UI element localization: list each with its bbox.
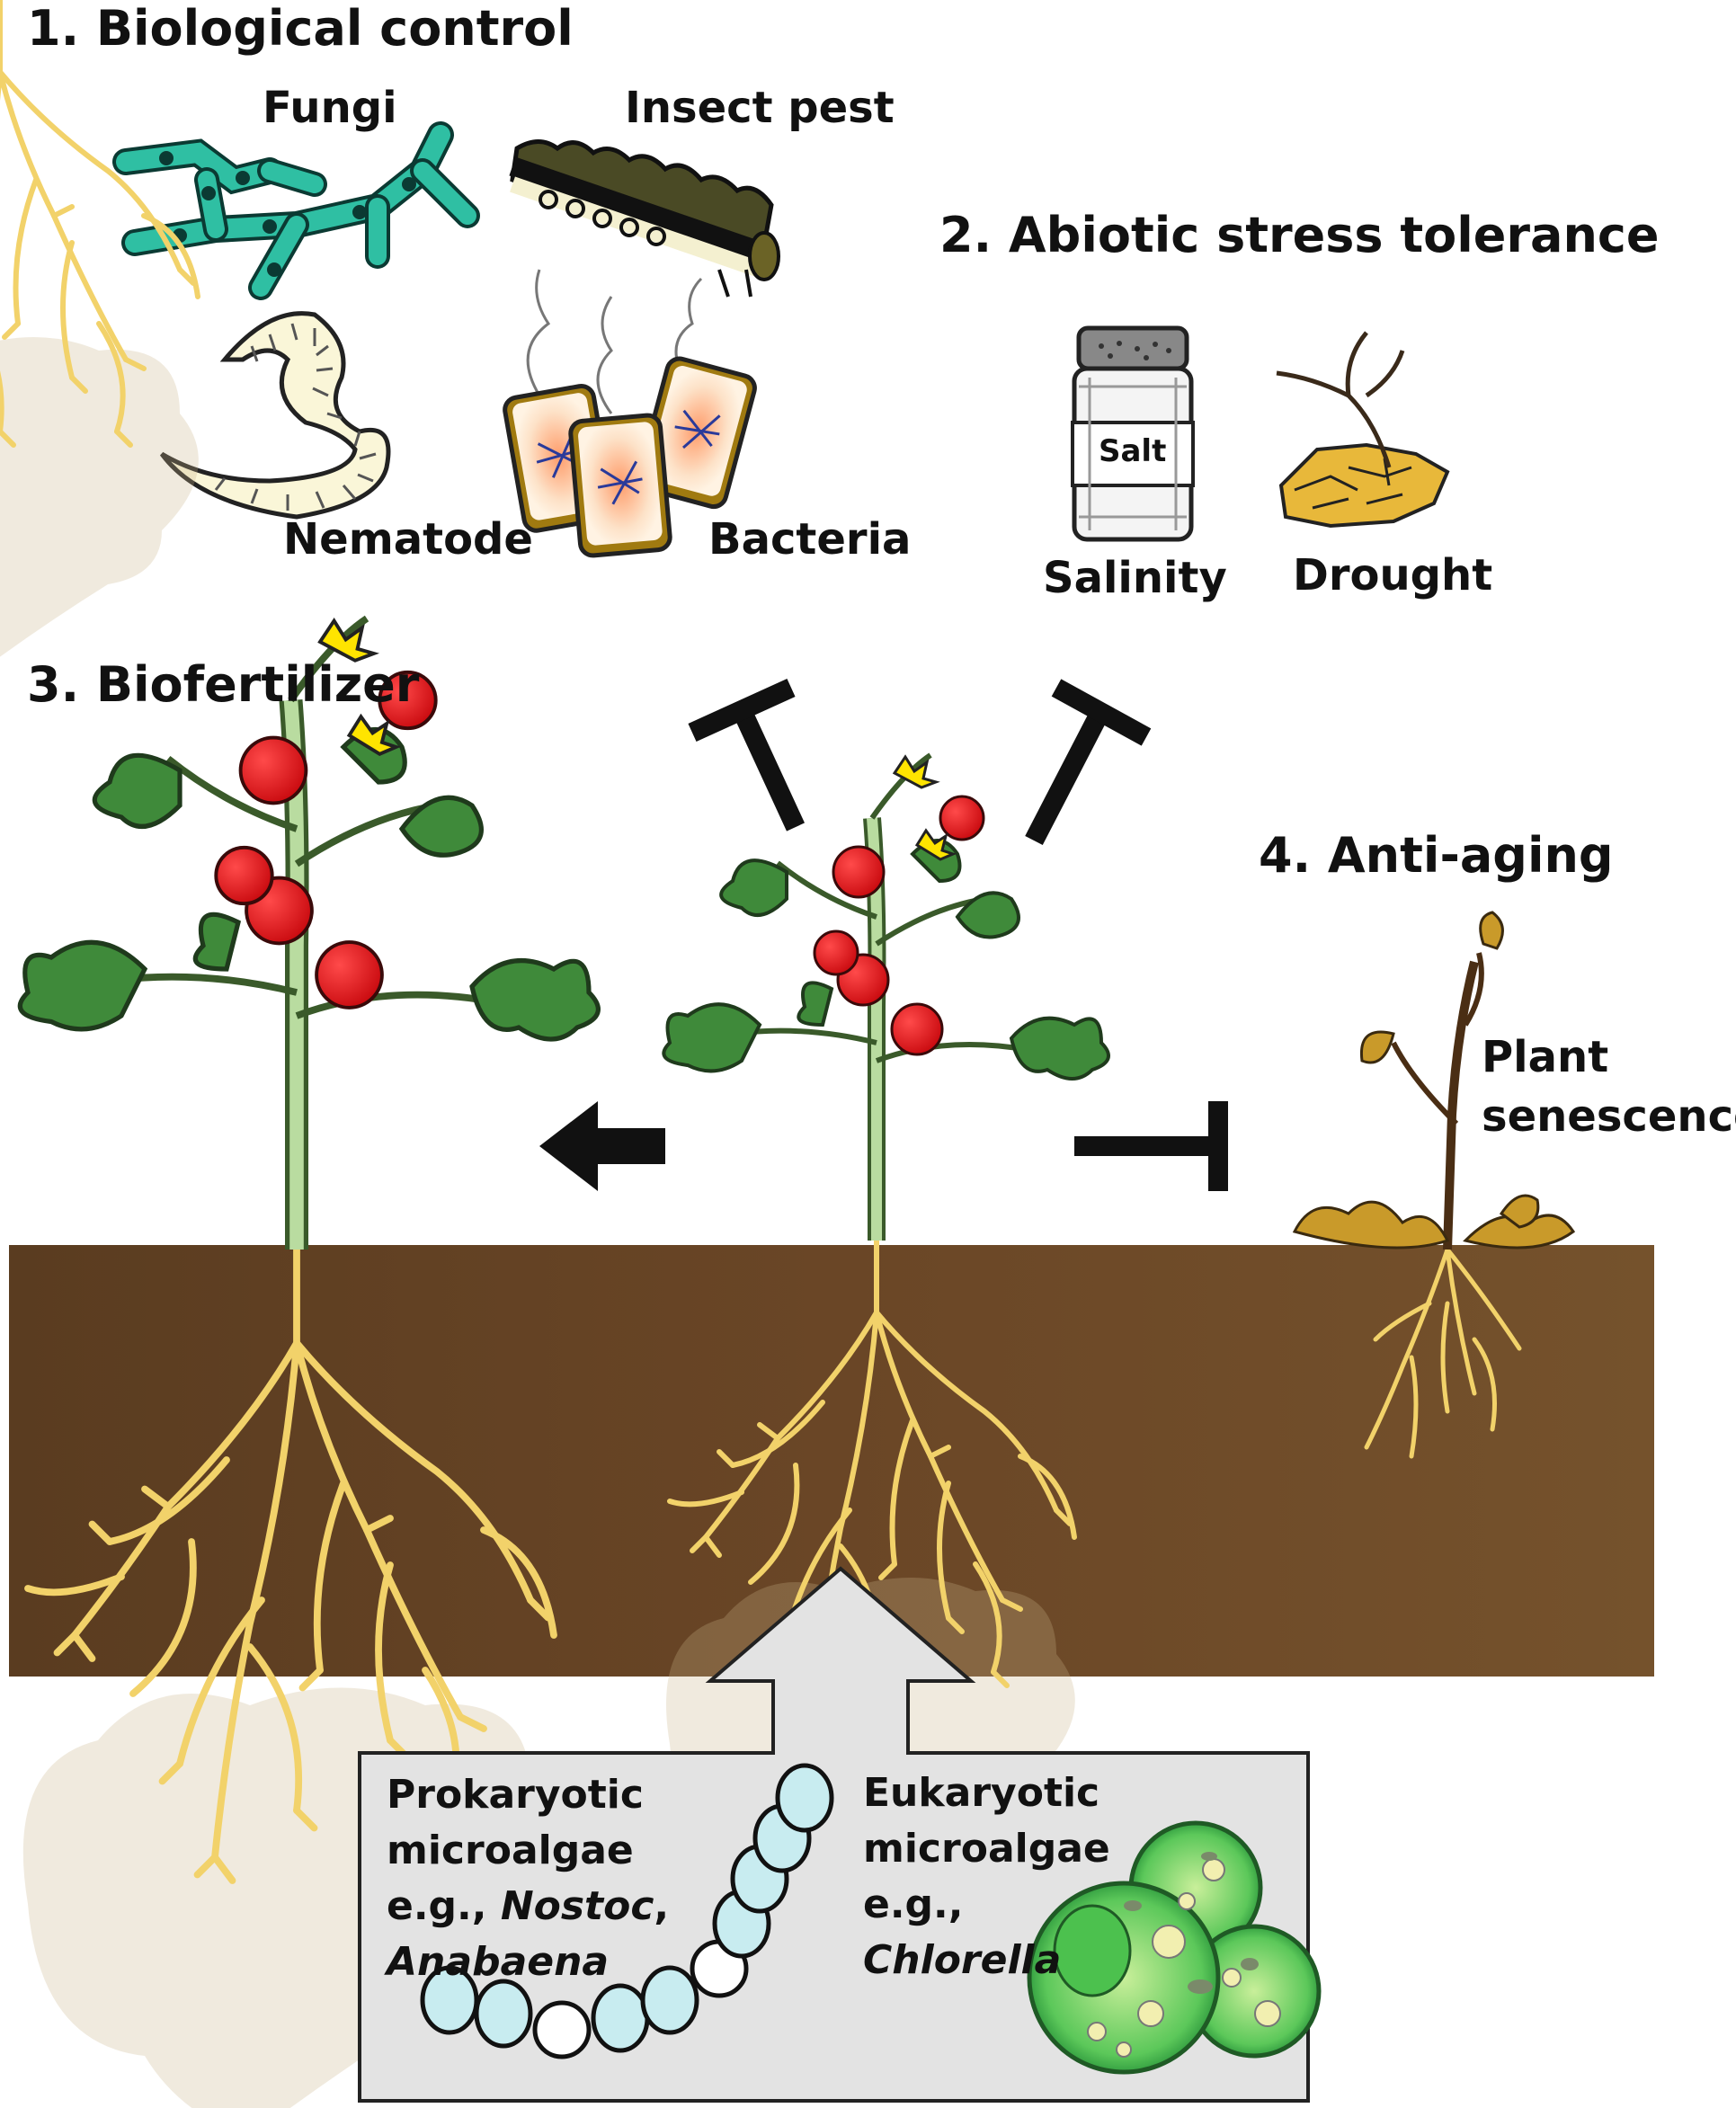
salt-jar-icon — [1071, 325, 1195, 542]
prokaryotic-line1: Prokaryotic — [387, 1772, 644, 1818]
inhibit-arrow-senescence — [1074, 1101, 1228, 1191]
insect-pest-label: Insect pest — [625, 83, 895, 133]
plant-senescence-label-2: senescence — [1482, 1091, 1736, 1142]
abiotic-stress-title: 2. Abiotic stress tolerance — [939, 207, 1660, 263]
nematode-label: Nematode — [283, 514, 533, 565]
eukaryotic-line3: e.g., — [863, 1881, 964, 1927]
fungi-icon — [112, 121, 480, 300]
salt-jar-label: Salt — [1099, 433, 1167, 469]
anti-aging-title: 4. Anti-aging — [1259, 827, 1614, 884]
prokaryotic-line2: microalgae — [387, 1828, 634, 1873]
biofertilizer-title: 3. Biofertilizer — [27, 656, 420, 713]
fungi-label: Fungi — [263, 83, 397, 133]
biological-control-title: 1. Biological control — [27, 0, 574, 57]
eukaryotic-line2: microalgae — [863, 1826, 1110, 1872]
chlorella-icon — [1027, 1820, 1322, 2075]
inhibit-arrow-biocontrol — [688, 678, 805, 832]
salinity-label: Salinity — [1043, 553, 1227, 603]
eukaryotic-text: Eukaryotic microalgae e.g., Chlorella — [863, 1766, 1110, 1988]
drought-icon — [1276, 331, 1450, 529]
prokaryotic-line3: e.g., — [387, 1883, 487, 1929]
insect-pest-icon — [509, 139, 780, 298]
tomato-plant-template — [0, 0, 200, 657]
genus-chlorella: Chlorella — [863, 1937, 1062, 1983]
genus-comma: , — [654, 1883, 670, 1929]
genus-anabaena: Anabaena — [387, 1939, 610, 1985]
nematode-icon — [159, 311, 391, 520]
eukaryotic-line1: Eukaryotic — [863, 1770, 1100, 1816]
bacteria-label: Bacteria — [708, 514, 912, 565]
inhibit-arrow-abiotic — [1025, 679, 1152, 846]
prokaryotic-filament-icon — [420, 1763, 834, 2059]
drought-label: Drought — [1293, 550, 1493, 600]
bacteria-icon — [503, 269, 757, 558]
promote-arrow-biofertilizer — [539, 1101, 665, 1191]
prokaryotic-text: Prokaryotic microalgae e.g., Nostoc, Ana… — [387, 1767, 669, 1990]
plant-senescence-label-1: Plant — [1482, 1032, 1609, 1082]
senescent-plant — [1292, 911, 1576, 1459]
genus-nostoc: Nostoc — [500, 1883, 654, 1929]
